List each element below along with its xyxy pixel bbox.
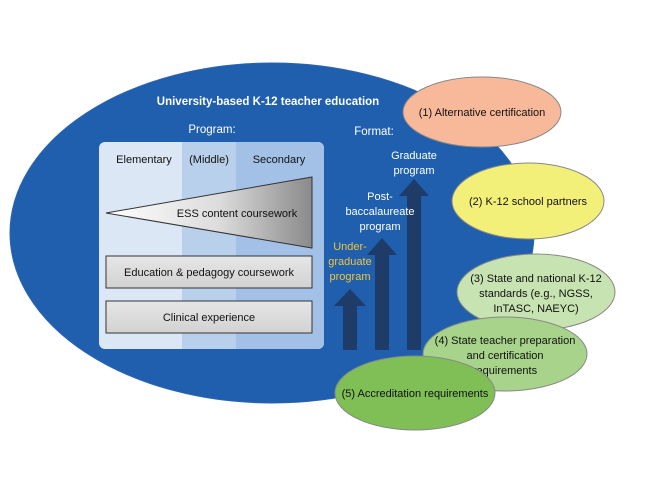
graduate-label-1: Graduate (391, 150, 437, 162)
column-secondary: Secondary (253, 154, 306, 166)
postbac-arrow (367, 238, 397, 350)
undergraduate-arrow (334, 289, 366, 350)
undergraduate-label-2: graduate (328, 256, 371, 268)
clinical-experience-label: Clinical experience (163, 312, 255, 324)
standards-label-2: standards (e.g., NGSS, (479, 288, 593, 300)
alternative-certification-ellipse (402, 76, 562, 148)
graduate-arrow (399, 179, 429, 350)
program-label: Program: (188, 124, 235, 136)
alternative-certification-label: (1) Alternative certification (419, 107, 546, 119)
state-requirements-label-2: and certification (466, 350, 543, 362)
clinical-experience-box (105, 300, 313, 334)
education-pedagogy-label: Education & pedagogy coursework (124, 267, 294, 279)
postbac-label-2: baccalaureate (345, 206, 414, 218)
accreditation-label: (5) Accreditation requirements (342, 388, 489, 400)
standards-label-1: (3) State and national K-12 (470, 273, 601, 285)
postbac-label-1: Post- (367, 191, 393, 203)
standards-label-3: InTASC, NAEYC) (493, 303, 578, 315)
ess-content-wedge (105, 176, 313, 249)
school-partners-label: (2) K-12 school partners (469, 196, 587, 208)
format-label: Format: (354, 126, 394, 138)
state-requirements-label-1: (4) State teacher preparation (435, 335, 576, 347)
column-middle: (Middle) (189, 154, 229, 166)
graduate-label-2: program (394, 165, 435, 177)
school-partners-ellipse (451, 162, 605, 240)
postbac-label-3: program (360, 221, 401, 233)
undergraduate-label-3: program (330, 271, 371, 283)
state-requirements-label-3: requirements (473, 365, 538, 377)
accreditation-ellipse (334, 355, 496, 431)
education-pedagogy-box (105, 255, 313, 289)
undergraduate-label-1: Under- (333, 241, 367, 253)
ess-content-label: ESS content coursework (177, 208, 298, 220)
column-elementary: Elementary (116, 154, 172, 166)
diagram-title: University-based K-12 teacher education (157, 96, 379, 108)
